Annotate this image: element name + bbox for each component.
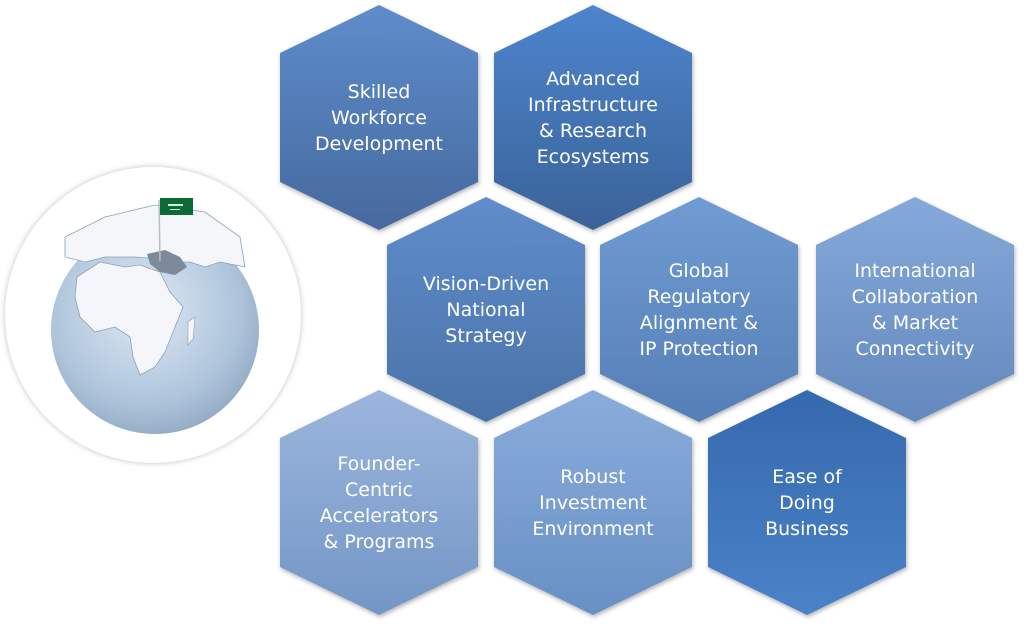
hexagon-shape (387, 197, 585, 422)
hexagon-shape (494, 5, 692, 230)
africa-landmass (74, 261, 184, 376)
hexagon-shape (600, 197, 798, 422)
hexagon-shape (816, 197, 1014, 422)
globe-icon (51, 198, 259, 434)
flag-icon (160, 198, 193, 215)
hexagon-shape (494, 390, 692, 615)
hexagon-shape (280, 390, 478, 615)
globe-circle (5, 167, 301, 463)
hexagon-shape (708, 390, 906, 615)
saudi-arabia-highlight (147, 250, 187, 275)
hexagon-shape (280, 5, 478, 230)
